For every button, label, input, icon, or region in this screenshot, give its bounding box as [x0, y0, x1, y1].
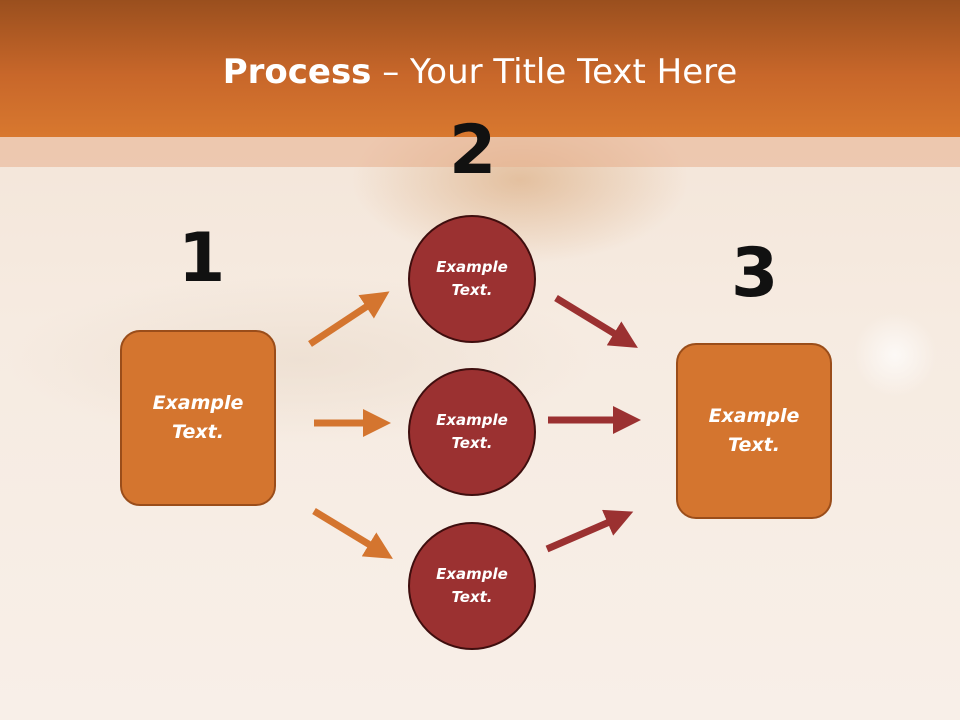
- circle-bottom: Example Text.: [408, 522, 536, 650]
- arrow-left-to-bottom: [312, 508, 393, 559]
- arrow-top-to-right: [554, 295, 638, 348]
- left-process-box: Example Text.: [120, 330, 276, 506]
- title-rest: – Your Title Text Here: [371, 52, 738, 92]
- title-bold: Process: [222, 52, 372, 92]
- right-process-box: Example Text.: [676, 343, 832, 519]
- circle-top-text: Example Text.: [436, 258, 508, 299]
- right-box-text: Example Text.: [708, 405, 800, 456]
- title-bar: [0, 0, 960, 137]
- left-box-text: Example Text.: [152, 392, 244, 443]
- arrow-bottom-to-right: [545, 509, 634, 553]
- circle-bottom-text: Example Text.: [436, 565, 508, 606]
- circle-middle: Example Text.: [408, 368, 536, 496]
- step-number-2: 2: [449, 111, 497, 190]
- step-number-3: 3: [731, 234, 779, 313]
- step-number-1: 1: [178, 219, 226, 298]
- slide-title: Process – Your Title Text Here: [0, 52, 960, 92]
- title-bar-band: [0, 137, 960, 167]
- circle-top: Example Text.: [408, 215, 536, 343]
- arrow-left-to-top: [308, 291, 390, 347]
- circle-middle-text: Example Text.: [436, 411, 508, 452]
